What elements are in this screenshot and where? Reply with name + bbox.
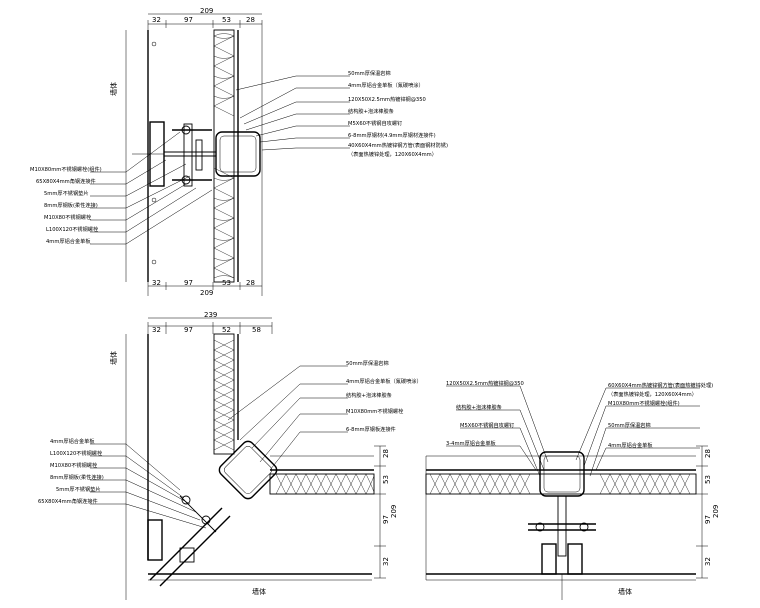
callout-top-l2: 65X80X4mm角钢连接件 [36,177,96,185]
callout-top-r1: 50mm厚保温岩棉 [348,69,391,77]
callout-corner-r1: 50mm厚保温岩棉 [346,359,389,367]
callouts-corner-right: 50mm厚保温岩棉 4mm厚铝合金单板（氟碳喷涂） 结构胶+泡沫棒胶条 M10X… [227,359,422,471]
callout-top-l5: M10X80不锈钢螺栓 [44,213,92,221]
corner-rdim-2: 53 [382,475,390,484]
dim-bottom-1: 32 [152,279,161,287]
callout-top-r6: 6-8mm厚钢材(4.9mm厚钢材连接件) [348,131,436,139]
dim-bottom-2: 97 [184,279,193,287]
corner-dim-1: 32 [152,326,161,334]
callout-top-r7: 40X60X4mm热镀锌钢方管(表面钢材防锈) [348,141,448,149]
dim-top-2: 97 [184,16,193,24]
flat-rdim-3: 97 [704,515,712,524]
callouts-top-right: 50mm厚保温岩棉 4mm厚铝合金单板（氟碳喷涂） 120X50X2.5mm热镀… [235,69,448,158]
corner-dim-total: 239 [204,311,217,319]
callout-flat-r5: 4mm厚铝合金单板 [608,441,653,449]
callout-corner-l2: L100X120不锈钢螺栓 [50,449,103,457]
callout-top-r8: （表面热镀锌处理，120X60X4mm） [348,150,437,158]
callout-top-r2: 4mm厚铝合金单板（氟碳喷涂） [348,81,424,89]
corner-dim-2: 97 [184,326,193,334]
flat-rdim-total: 209 [712,505,720,518]
flat-rdim-2: 53 [704,475,712,484]
callout-flat-l3: M5X60不锈钢自攻螺钉 [460,421,514,429]
flat-rdim-4: 32 [704,557,712,566]
side-label-top: 墙体 [109,82,118,96]
callout-top-r5: M5X60不锈钢自攻螺钉 [348,119,402,127]
callout-corner-l3: M10X80不锈钢螺栓 [50,461,98,469]
callout-corner-l5: 5mm厚不锈钢垫片 [56,485,101,493]
callout-corner-l6: 65X80X4mm角钢连接件 [38,497,98,505]
callout-flat-r4: 50mm厚保温岩棉 [608,421,651,429]
corner-rdim-4: 32 [382,557,390,566]
callout-top-l3: 5mm厚不锈钢垫片 [44,189,89,197]
corner-rdim-1: 28 [382,449,390,458]
corner-rdim-3: 97 [382,515,390,524]
callout-top-l7: 4mm厚铝合金单板 [46,237,91,245]
callout-top-l6: L100X120不锈钢螺栓 [46,225,99,233]
callout-corner-r3: 结构胶+泡沫棒胶条 [346,391,392,399]
dim-top-4: 28 [246,16,255,24]
flat-rdim-1: 28 [704,449,712,458]
callout-top-r3: 120X50X2.5mm热镀锌钢@350 [348,95,426,103]
callout-top-l4: 8mm厚钢板(柔性连接) [44,201,98,209]
callout-corner-r2: 4mm厚铝合金单板（氟碳喷涂） [346,377,422,385]
callout-corner-l1: 4mm厚铝合金单板 [50,437,95,445]
corner-dim-3: 52 [222,326,231,334]
corner-bottom-label: 墙体 [252,587,266,596]
detail-top: 209 32 97 53 28 墙体 [30,7,448,297]
callouts-flat-right: 60X60X4mm热镀锌钢方管(表面热镀锌处理) （表面热镀锌处理，120X60… [575,381,713,477]
detail-flat: 28 53 97 32 209 墙体 120X50X2.5mm热镀锌钢@350 … [425,379,720,600]
callout-top-r4: 结构胶+泡沫棒胶条 [348,107,394,115]
callouts-top-left: M10X80mm不锈钢螺栓(组件) 65X80X4mm角钢连接件 5mm厚不锈钢… [30,131,213,245]
dim-bottom-3: 53 [222,279,231,287]
flat-bottom-label: 墙体 [618,587,632,596]
dim-bottom-total: 209 [200,289,213,297]
callout-flat-l2: 结构胶+泡沫棒胶条 [456,403,502,411]
callout-corner-r4: M10X80mm不锈钢螺栓 [346,407,404,415]
callout-flat-l4: 3-4mm厚铝合金单板 [446,439,497,447]
callout-corner-l4: 8mm厚钢板(柔性连接) [50,473,104,481]
callouts-flat-left: 120X50X2.5mm热镀锌钢@350 结构胶+泡沫棒胶条 M5X60不锈钢自… [446,379,549,477]
corner-side-label: 墙体 [109,351,118,365]
callout-flat-r3: M10X80mm不锈钢螺栓(组件) [608,399,680,407]
dim-top-1: 32 [152,16,161,24]
dim-top-3: 53 [222,16,231,24]
corner-rdim-total: 209 [390,505,398,518]
callout-flat-l1: 120X50X2.5mm热镀锌钢@350 [446,379,524,387]
callout-flat-r2: （表面热镀锌处理，120X60X4mm） [608,390,697,398]
callout-flat-r1: 60X60X4mm热镀锌钢方管(表面热镀锌处理) [608,381,713,389]
corner-dim-4: 58 [252,326,261,334]
dim-top-total: 209 [200,7,213,15]
detail-corner: 239 32 97 52 58 墙体 [38,311,422,600]
callouts-corner-left: 4mm厚铝合金单板 L100X120不锈钢螺栓 M10X80不锈钢螺栓 8mm厚… [38,437,207,529]
callout-top-l1: M10X80mm不锈钢螺栓(组件) [30,165,102,173]
dim-bottom-4: 28 [246,279,255,287]
callout-corner-r5: 6-8mm厚钢板连接件 [346,425,396,433]
